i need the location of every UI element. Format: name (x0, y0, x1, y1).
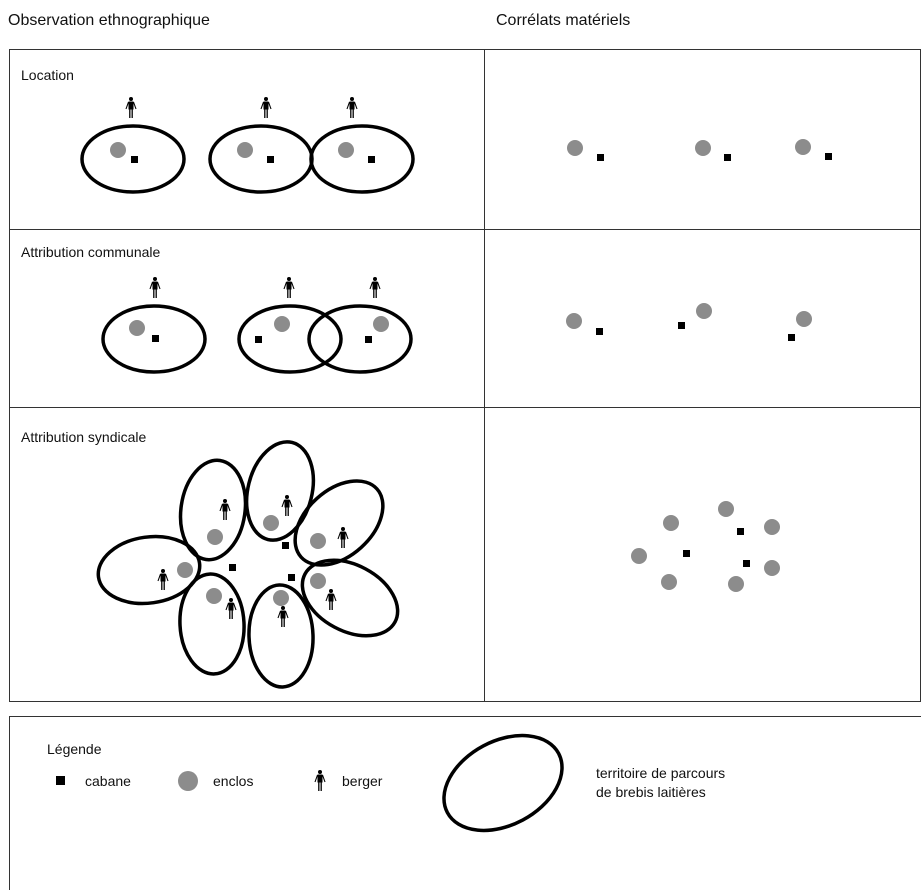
berger-icon (157, 568, 169, 591)
enclos-marker (567, 140, 583, 156)
enclos-marker (237, 142, 253, 158)
territoire-ellipse (178, 572, 246, 676)
legend-territoire-label: territoire de parcours de brebis laitièr… (596, 764, 725, 802)
row-label-syndicale: Attribution syndicale (21, 429, 147, 445)
berger-icon (260, 96, 272, 119)
legend-title: Légende (47, 741, 102, 757)
syndicale-correlats (631, 501, 780, 592)
cabane-marker (267, 156, 274, 163)
cabane-square-icon (56, 776, 65, 785)
enclos-marker (274, 316, 290, 332)
territoire-ellipse (208, 124, 314, 194)
communale-correlats (566, 303, 812, 341)
territoire-ellipse (307, 304, 413, 374)
legend-territoire-line2: de brebis laitières (596, 784, 706, 800)
territoire-legend-ellipse (442, 733, 564, 833)
column-header-observation: Observation ethnographique (8, 12, 210, 29)
enclos-marker (263, 515, 279, 531)
enclos-marker (764, 519, 780, 535)
location-correlats (567, 139, 832, 161)
column-header-correlats: Corrélats matériels (496, 12, 631, 29)
legend-box (9, 716, 921, 890)
row-divider-1 (9, 229, 921, 230)
berger-icon (125, 96, 137, 119)
territoire-ellipse (300, 558, 400, 638)
enclos-marker (177, 562, 193, 578)
legend-symbols (56, 733, 564, 833)
column-divider (484, 49, 485, 702)
enclos-marker (310, 533, 326, 549)
row-label-communale: Attribution communale (21, 244, 161, 260)
berger-icon (283, 276, 295, 299)
cabane-marker (152, 335, 159, 342)
enclos-marker (566, 313, 582, 329)
legend-cabane-label: cabane (85, 773, 131, 789)
enclos-circle-icon (178, 771, 198, 791)
berger-icon (149, 276, 161, 299)
territoire-ellipse (247, 583, 315, 689)
enclos-marker (728, 576, 744, 592)
cabane-marker (743, 560, 750, 567)
enclos-marker (764, 560, 780, 576)
enclos-marker (310, 573, 326, 589)
cabane-marker (597, 154, 604, 161)
berger-icon (325, 588, 337, 611)
cabane-marker (678, 322, 685, 329)
enclos-marker (631, 548, 647, 564)
territoire-ellipse (237, 304, 343, 374)
cabane-marker (825, 153, 832, 160)
berger-icon (369, 276, 381, 299)
territoire-ellipse (244, 440, 316, 542)
cabane-marker (131, 156, 138, 163)
territoire-ellipse (80, 124, 186, 194)
enclos-marker (129, 320, 145, 336)
cabane-marker (229, 564, 236, 571)
cabane-marker (288, 574, 295, 581)
cabane-marker (365, 336, 372, 343)
row-label-location: Location (21, 67, 74, 83)
cabane-marker (596, 328, 603, 335)
legend-berger-label: berger (342, 773, 383, 789)
legend-enclos-label: enclos (213, 773, 254, 789)
row-divider-2 (9, 407, 921, 408)
cabane-marker (737, 528, 744, 535)
territoire-ellipse (101, 304, 207, 374)
communale-observation (101, 276, 413, 374)
enclos-marker (695, 140, 711, 156)
enclos-marker (796, 311, 812, 327)
enclos-marker (696, 303, 712, 319)
enclos-marker (110, 142, 126, 158)
enclos-marker (663, 515, 679, 531)
cabane-marker (788, 334, 795, 341)
territoire-ellipse (293, 479, 385, 567)
berger-icon (225, 597, 237, 620)
enclos-marker (338, 142, 354, 158)
territoire-ellipse (96, 534, 202, 606)
enclos-marker (795, 139, 811, 155)
enclos-marker (373, 316, 389, 332)
territoire-ellipse (178, 458, 248, 562)
cabane-marker (724, 154, 731, 161)
berger-icon (219, 498, 231, 521)
cabane-marker (683, 550, 690, 557)
enclos-marker (207, 529, 223, 545)
legend-territoire-line1: territoire de parcours (596, 765, 726, 781)
berger-icon (337, 526, 349, 549)
enclos-marker (661, 574, 677, 590)
enclos-marker (273, 590, 289, 606)
cabane-marker (282, 542, 289, 549)
syndicale-observation (96, 440, 400, 689)
enclos-marker (718, 501, 734, 517)
cabane-marker (368, 156, 375, 163)
location-observation (80, 96, 415, 194)
berger-icon (346, 96, 358, 119)
berger-icon (277, 605, 289, 628)
berger-icon (281, 494, 293, 517)
cabane-marker (255, 336, 262, 343)
territoire-ellipse (309, 124, 415, 194)
enclos-marker (206, 588, 222, 604)
